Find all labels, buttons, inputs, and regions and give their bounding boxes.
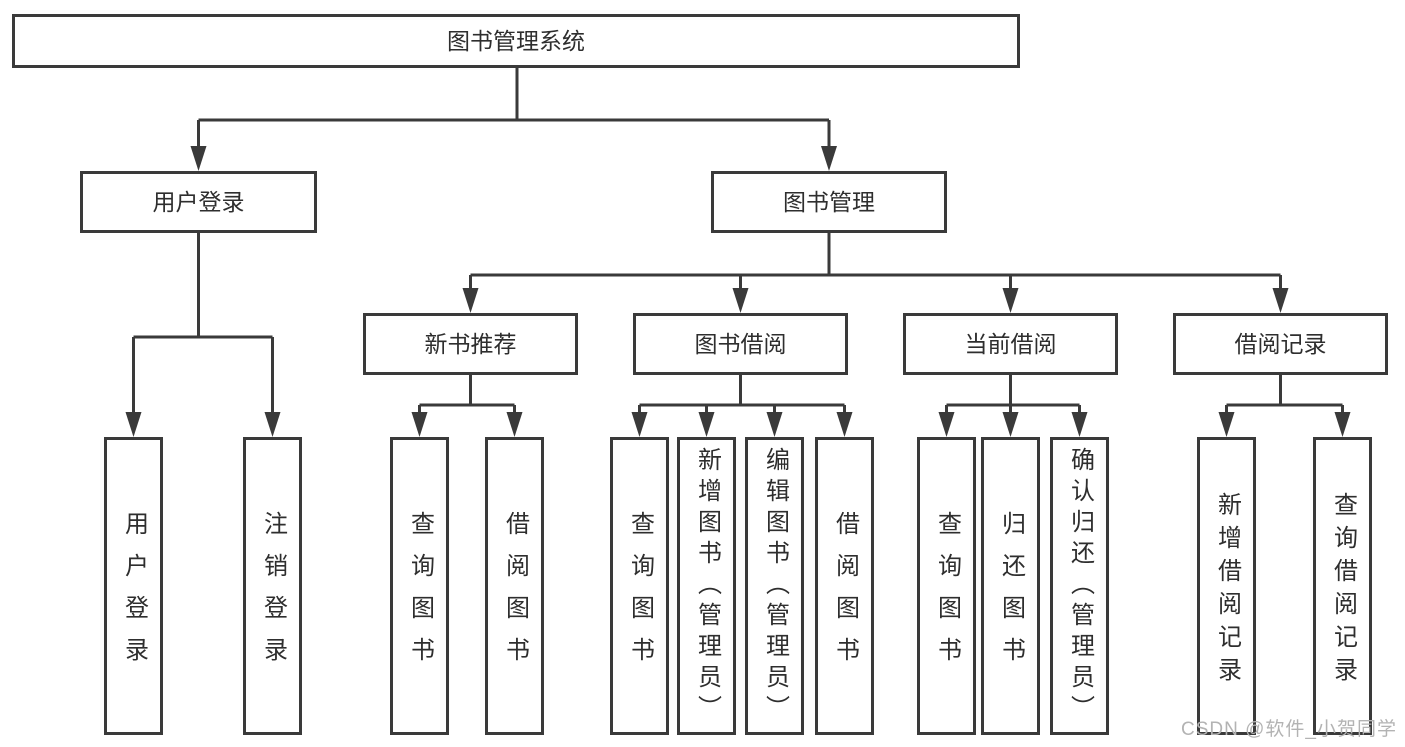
leaf-query-book-3: 查询图书 [917, 437, 976, 735]
node-current-borrow: 当前借阅 [903, 313, 1118, 375]
leaf-query-book-2: 查询图书 [610, 437, 669, 735]
leaf-add-borrow-record: 新增借阅记录 [1197, 437, 1256, 735]
leaf-add-book-admin: 新增图书（管理员） [677, 437, 736, 735]
leaf-borrow-book-2: 借阅图书 [815, 437, 874, 735]
node-book-borrow: 图书借阅 [633, 313, 848, 375]
connector-current-to-leaves [945, 375, 1081, 416]
csdn-watermark: CSDN @软件_小贺同学 [1181, 719, 1397, 740]
leaf-user-login: 用户登录 [104, 437, 163, 735]
connector-record-to-leaves [1225, 375, 1344, 416]
connector-login-to-leaves [132, 233, 274, 416]
node-user-login: 用户登录 [80, 171, 317, 233]
node-borrow-record: 借阅记录 [1173, 313, 1388, 375]
connector-newbook-to-leaves [418, 375, 516, 416]
node-book-management: 图书管理 [711, 171, 947, 233]
leaf-borrow-book-1: 借阅图书 [485, 437, 544, 735]
node-new-book-recommend: 新书推荐 [363, 313, 578, 375]
connector-root-to-level2 [197, 68, 831, 150]
node-root: 图书管理系统 [12, 14, 1020, 68]
leaf-query-book-1: 查询图书 [390, 437, 449, 735]
connector-borrow-to-leaves [638, 375, 846, 416]
leaf-logout: 注销登录 [243, 437, 302, 735]
leaf-edit-book-admin: 编辑图书（管理员） [745, 437, 804, 735]
leaf-return-book: 归还图书 [981, 437, 1040, 735]
leaf-confirm-return-admin: 确认归还（管理员） [1050, 437, 1109, 735]
leaf-query-borrow-record: 查询借阅记录 [1313, 437, 1372, 735]
connector-manage-to-level3 [469, 233, 1282, 292]
